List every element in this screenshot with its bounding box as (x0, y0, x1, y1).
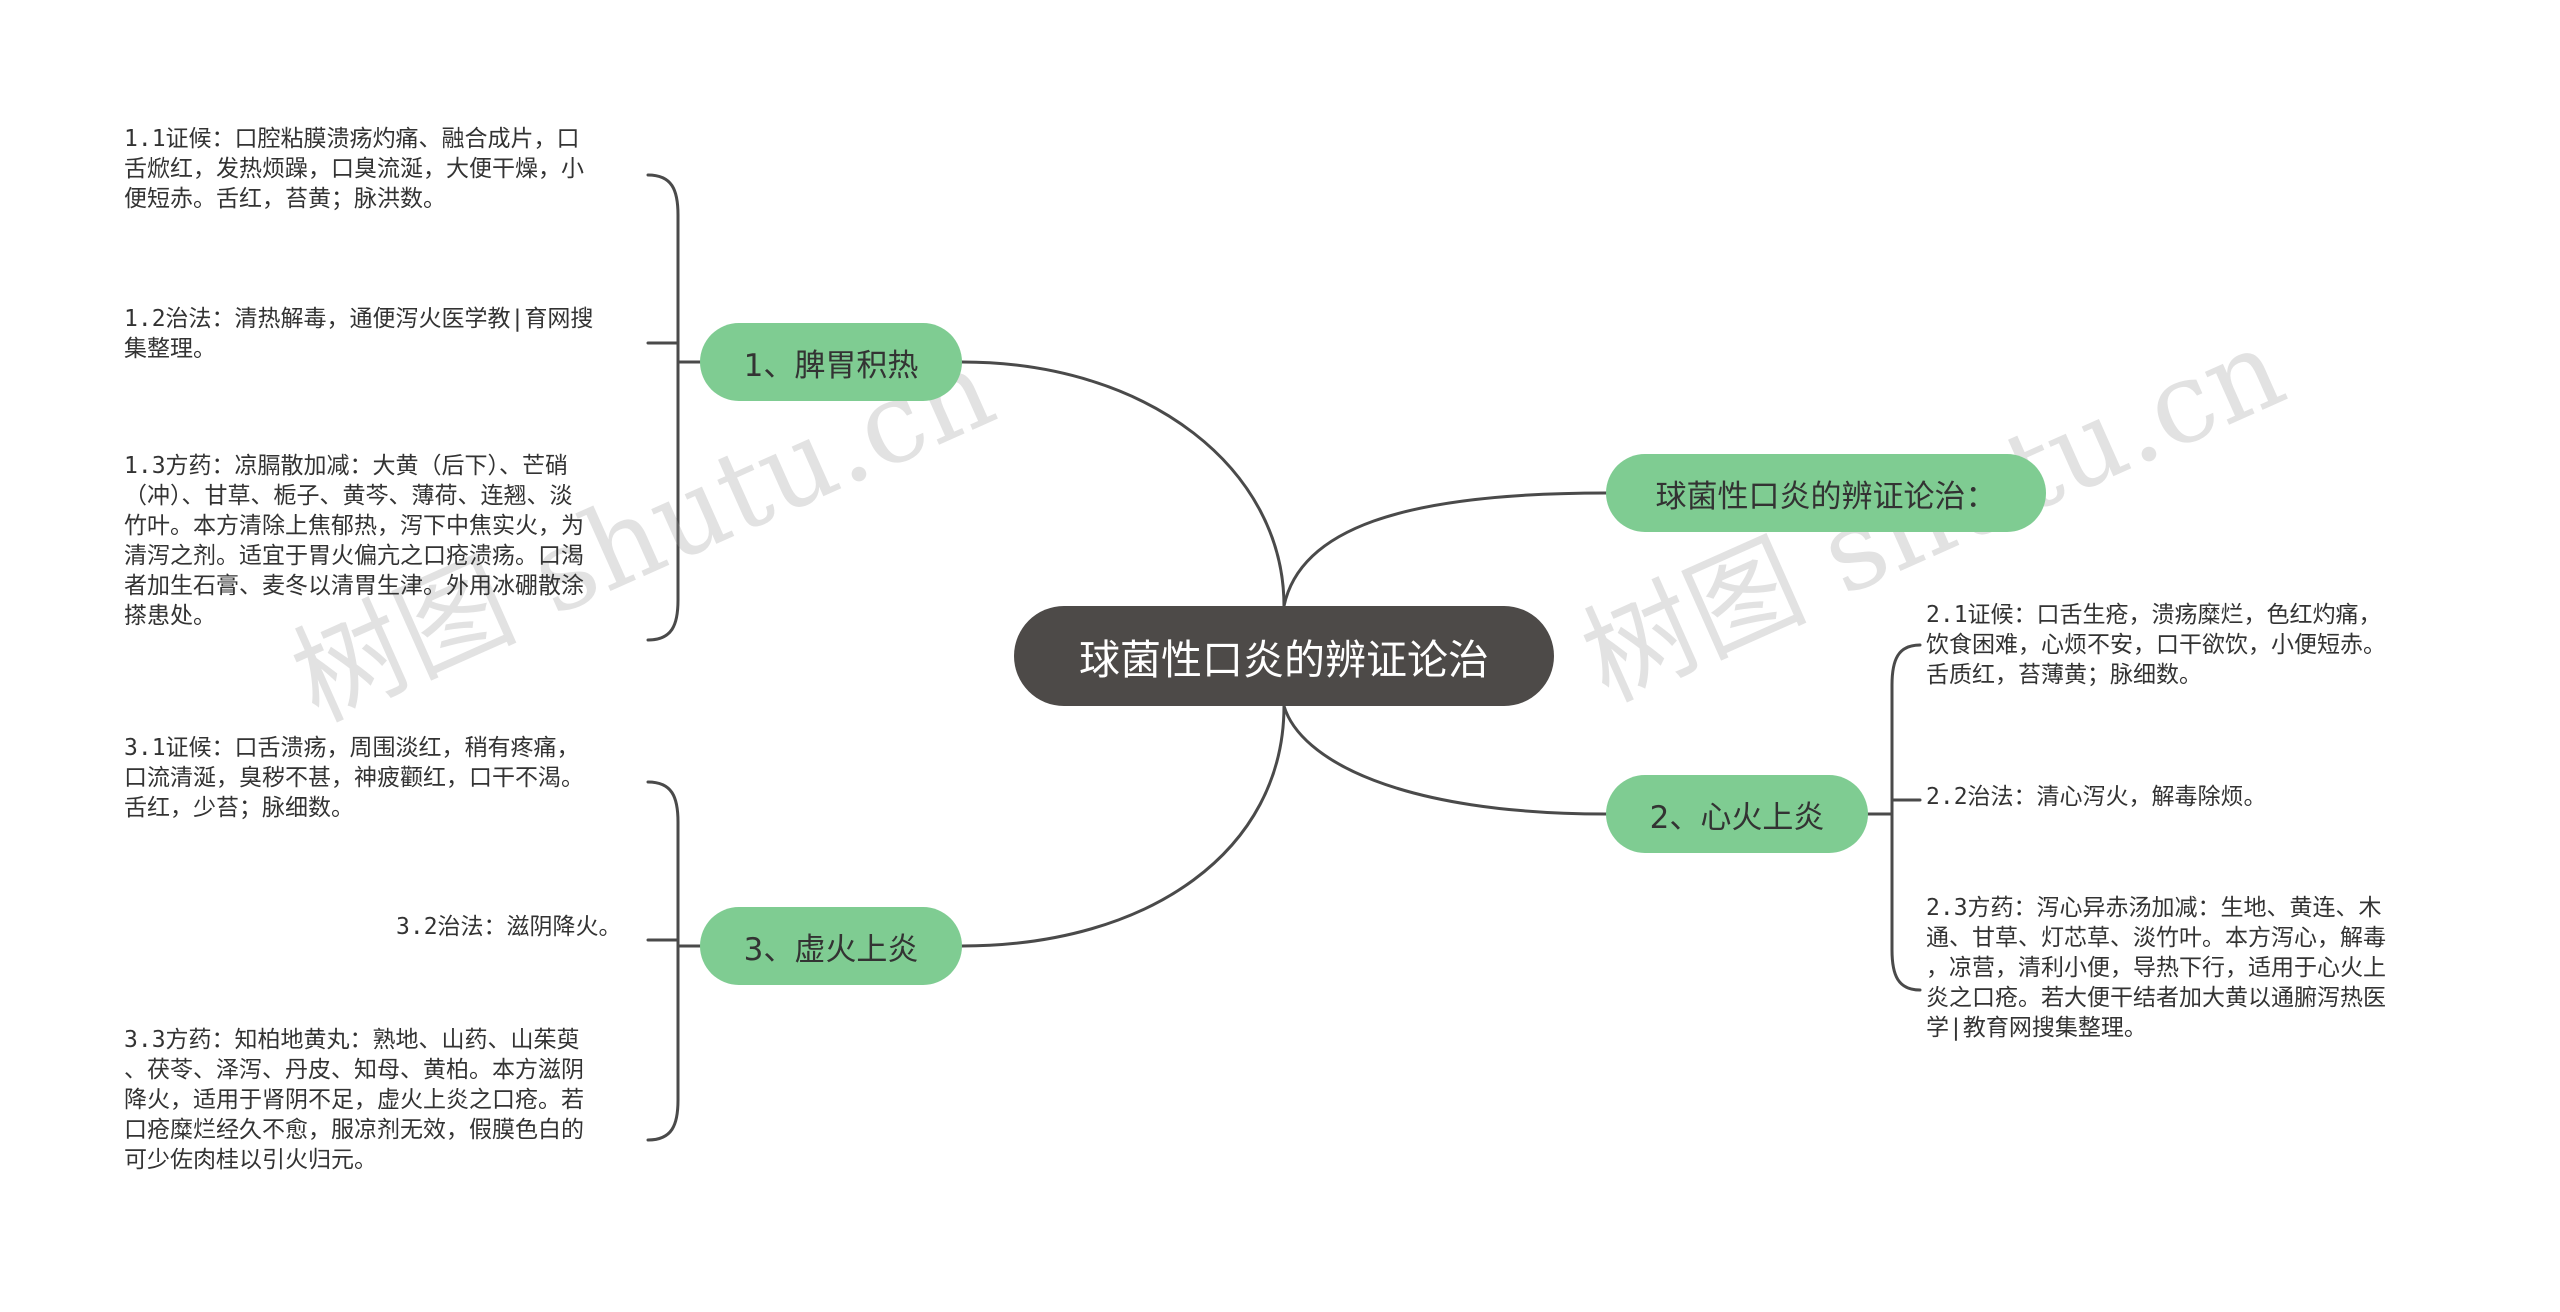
branch-heart-fire[interactable]: 2、心火上炎 (1606, 775, 1868, 853)
leaf-3-2-treatment: 3.2治法：滋阴降火。 (396, 914, 622, 940)
connector-root-deficiency (960, 704, 1286, 948)
bracket-spleen (646, 173, 702, 642)
connector-root-heart (1282, 704, 1608, 816)
connector-root-intro (1282, 491, 1608, 608)
leaf-2-2-treatment: 2.2治法：清心泻火，解毒除烦。 (1926, 784, 2267, 810)
leaf-3-1-syndrome: 3.1证候：口舌溃疡，周围淡红，稍有疼痛， 口流清涎，臭秽不甚，神疲颧红，口干不… (124, 735, 584, 821)
bracket-deficiency (646, 780, 702, 1142)
branch-deficiency-fire[interactable]: 3、虚火上炎 (700, 907, 962, 985)
leaf-1-1-syndrome: 1.1证候：口腔粘膜溃疡灼痛、融合成片，口 舌焮红，发热烦躁，口臭流涎，大便干燥… (124, 126, 584, 212)
connector-root-spleen (960, 360, 1286, 608)
leaf-2-1-syndrome: 2.1证候：口舌生疮，溃疡糜烂，色红灼痛， 饮食困难，心烦不安，口干欲饮，小便短… (1926, 602, 2386, 688)
branch-intro[interactable]: 球菌性口炎的辨证论治： (1606, 454, 2046, 532)
root-node[interactable]: 球菌性口炎的辨证论治 (1014, 606, 1554, 706)
leaf-2-3-prescription: 2.3方药：泻心异赤汤加减：生地、黄连、木 通、甘草、灯芯草、淡竹叶。本方泻心，… (1926, 895, 2386, 1041)
branch-spleen-stomach-heat[interactable]: 1、脾胃积热 (700, 323, 962, 401)
leaf-1-3-prescription: 1.3方药：凉膈散加减：大黄（后下）、芒硝 （冲）、甘草、栀子、黄芩、薄荷、连翘… (124, 453, 584, 629)
leaf-3-3-prescription: 3.3方药：知柏地黄丸：熟地、山药、山茱萸 、茯苓、泽泻、丹皮、知母、黄柏。本方… (124, 1027, 584, 1173)
leaf-1-2-treatment: 1.2治法：清热解毒，通便泻火医学教|育网搜 集整理。 (124, 306, 594, 362)
bracket-heart (1866, 643, 1922, 992)
